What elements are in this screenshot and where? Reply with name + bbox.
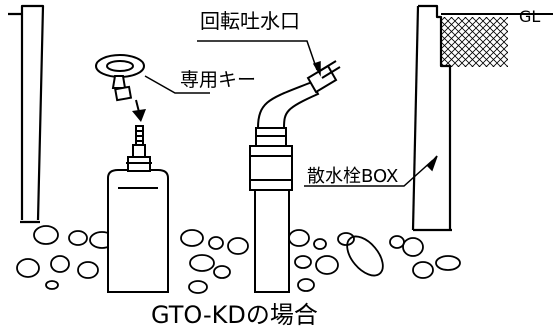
box-label: 散水栓BOX	[307, 166, 398, 187]
key-label: 専用キー	[180, 69, 256, 91]
gravel-stones	[16, 225, 461, 294]
valve-riser	[107, 125, 169, 293]
ground-hatching	[441, 13, 553, 67]
down-arrow-icon	[132, 99, 146, 122]
box-walls	[8, 4, 452, 232]
gl-label: GL	[519, 7, 540, 26]
leader-lines	[144, 40, 438, 187]
key-icon	[95, 54, 145, 102]
caption-label: GTO-KDの場合	[151, 301, 318, 327]
spout-label: 回転吐水口	[200, 9, 300, 33]
spout-assembly	[249, 60, 341, 293]
